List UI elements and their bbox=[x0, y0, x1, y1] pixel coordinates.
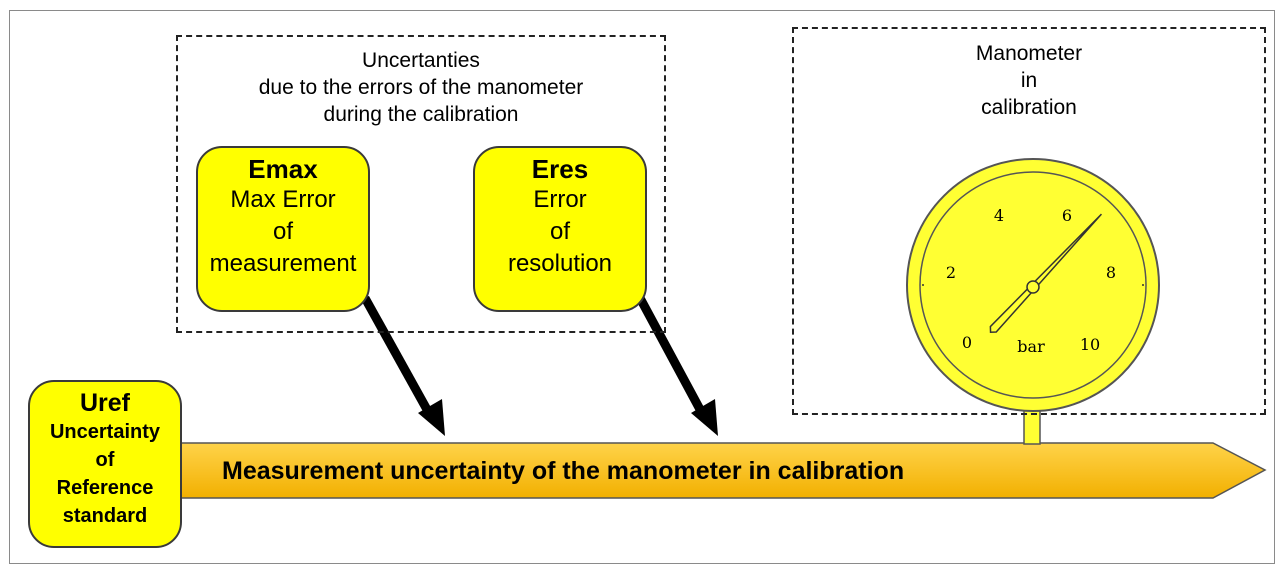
emax-line: Max Error bbox=[230, 186, 336, 213]
uref-line: Uncertainty bbox=[49, 421, 161, 443]
eres-abbr: Eres bbox=[531, 154, 589, 184]
pressure-gauge: 0 2 4 6 8 10 bar bbox=[906, 158, 1160, 412]
gauge-scale-label: 6 bbox=[1062, 206, 1072, 225]
uref-abbr: Uref bbox=[79, 389, 130, 417]
manometer-group-heading: Manometer in calibration bbox=[792, 40, 1266, 121]
gauge-scale-label: 2 bbox=[946, 263, 956, 282]
errors-group-heading: Uncertanties due to the errors of the ma… bbox=[176, 47, 666, 128]
uref-line: of bbox=[95, 449, 115, 471]
manometer-group bbox=[792, 27, 1266, 415]
uref-box: Uref Uncertainty of Reference standard bbox=[28, 380, 182, 548]
gauge-tick bbox=[922, 284, 924, 286]
eres-box: Eres Error of resolution bbox=[473, 146, 647, 312]
emax-abbr: Emax bbox=[248, 154, 318, 184]
emax-arrow bbox=[361, 295, 445, 436]
gauge-scale-label: 10 bbox=[1080, 335, 1100, 354]
emax-line: measurement bbox=[209, 250, 357, 277]
gauge-needle-pivot bbox=[1026, 280, 1040, 294]
uref-line: Reference bbox=[56, 477, 154, 499]
gauge-scale-label: 4 bbox=[994, 206, 1004, 225]
eres-line: Error bbox=[533, 186, 587, 213]
errors-group bbox=[176, 35, 666, 333]
emax-box: Emax Max Error of measurement bbox=[196, 146, 370, 312]
heading-line: Uncertanties bbox=[362, 49, 480, 72]
gauge-scale-label: 8 bbox=[1106, 263, 1116, 282]
heading-line: calibration bbox=[981, 96, 1077, 119]
eres-arrow bbox=[636, 295, 718, 436]
eres-line: resolution bbox=[507, 250, 613, 277]
emax-line: of bbox=[272, 218, 293, 245]
eres-line: of bbox=[549, 218, 570, 245]
gauge-tick bbox=[1142, 284, 1144, 286]
heading-line: during the calibration bbox=[323, 103, 519, 126]
heading-line: Manometer bbox=[975, 42, 1083, 65]
heading-line: due to the errors of the manometer bbox=[258, 76, 584, 99]
main-arrow-label: Measurement uncertainty of the manometer… bbox=[222, 457, 905, 485]
gauge-unit-label: bar bbox=[1017, 337, 1045, 356]
diagram-frame bbox=[9, 10, 1275, 564]
uref-line: standard bbox=[62, 505, 148, 527]
gauge-scale-label: 0 bbox=[962, 333, 972, 352]
heading-line: in bbox=[1020, 69, 1038, 92]
